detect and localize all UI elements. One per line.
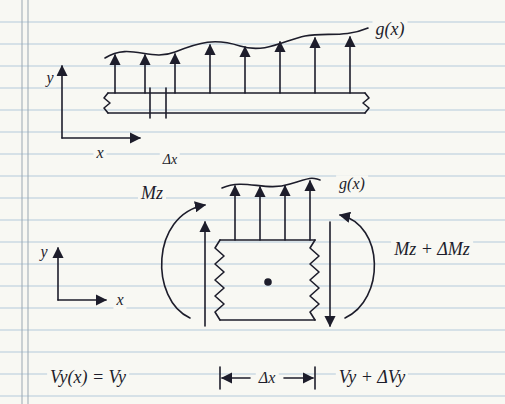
annotation-label: Mz	[138, 184, 166, 204]
axes-bottom	[58, 248, 106, 300]
distributed-load	[105, 28, 368, 93]
annotation-label: x	[113, 291, 126, 309]
annotation-label: Δx	[256, 369, 279, 387]
beam	[104, 88, 369, 118]
annotation-label: Vy + ΔVy	[336, 368, 408, 388]
dimension-dx	[220, 367, 315, 389]
annotation-label: y	[37, 243, 50, 261]
internal-forces	[162, 205, 375, 326]
axes-top	[62, 66, 140, 138]
annotation-label: Vy(x) = Vy	[47, 368, 129, 388]
annotation-label: x	[93, 144, 106, 162]
beam-element	[215, 240, 319, 320]
element-load	[222, 178, 320, 240]
annotation-label: g(x)	[336, 175, 368, 193]
annotation-label: g(x)	[373, 20, 408, 40]
annotation-label: y	[43, 69, 56, 87]
annotation-label: Δx	[160, 152, 180, 167]
annotation-label: Mz + ΔMz	[391, 240, 473, 260]
